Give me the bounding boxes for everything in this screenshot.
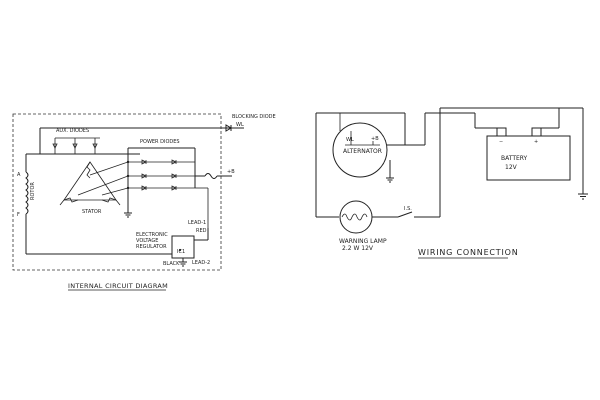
- regulator-label-2: VOLTAGE: [136, 238, 158, 244]
- stator-label: STATOR: [82, 209, 102, 215]
- battery-terminal-negative: [496, 127, 507, 137]
- power-diode-array: [126, 147, 196, 210]
- alternator-plus-b-label: +B: [371, 136, 379, 142]
- power-diodes-label: POWER DIODES: [140, 139, 180, 145]
- alternator-enclosure: [12, 113, 222, 271]
- regulator-label-3: REGULATOR: [136, 244, 167, 250]
- warning-lamp-label: WARNING LAMP: [339, 238, 387, 245]
- rotor-label: ROTOR: [30, 182, 36, 200]
- battery-voltage-label: 12V: [505, 164, 518, 171]
- regulator-label-1: ELECTRONIC: [136, 232, 168, 238]
- black-wire-label: BLACK: [163, 261, 180, 267]
- wiring-connection-diagram: WL +B ALTERNATOR WARNING LAMP 2.2 W 12V …: [315, 107, 588, 259]
- alternator-symbol: [332, 122, 388, 178]
- lead1-label: LEAD-1: [188, 220, 206, 226]
- power-diode-row-2: [141, 173, 177, 179]
- red-wire-label: RED: [196, 228, 207, 234]
- ignition-switch-contact: [397, 211, 413, 218]
- battery-terminal-positive: [531, 127, 542, 137]
- warning-lamp-symbol: [339, 200, 373, 234]
- lamp-filament: [341, 213, 368, 221]
- chassis-ground-icon: [578, 193, 588, 200]
- battery-symbol: [486, 135, 571, 181]
- wl-terminal-label: WL: [236, 122, 244, 128]
- rotor-coil: [25, 171, 29, 215]
- stator-winding: [59, 161, 129, 206]
- rotor-terminal-a: A: [17, 172, 21, 178]
- internal-circuit-diagram: BLOCKING DIODE WL AUX. DIODES POWER DIOD…: [12, 113, 276, 291]
- output-fuse: [204, 173, 218, 179]
- battery-minus-sign: −: [499, 139, 503, 145]
- regulator-ground-icon: [179, 261, 187, 267]
- alternator-wl-label: WL: [346, 137, 354, 143]
- aux-diode-array: [52, 137, 100, 154]
- power-diode-row-1: [141, 159, 177, 165]
- rotor-terminal-f: F: [17, 212, 20, 218]
- plus-b-terminal-label: +B: [227, 169, 235, 175]
- internal-ground-icon: [124, 212, 132, 218]
- battery-label: BATTERY: [501, 155, 528, 162]
- warning-lamp-rating: 2.2 W 12V: [342, 245, 374, 252]
- alternator-ground-icon: [386, 177, 394, 183]
- wiring-diagram-title: WIRING CONNECTION: [418, 248, 519, 257]
- lead2-label: LEAD-2: [192, 260, 210, 266]
- alternator-label: ALTERNATOR: [343, 148, 382, 155]
- battery-plus-sign: +: [534, 139, 538, 145]
- ic-label: IC1: [177, 249, 185, 255]
- blocking-diode-symbol: [225, 124, 232, 132]
- power-diode-row-3: [141, 185, 177, 191]
- blocking-diode-label: BLOCKING DIODE: [232, 114, 276, 120]
- internal-diagram-title: INTERNAL CIRCUIT DIAGRAM: [68, 282, 168, 290]
- aux-diodes-label: AUX. DIODES: [56, 128, 89, 134]
- ignition-switch-label: I.S.: [404, 206, 412, 212]
